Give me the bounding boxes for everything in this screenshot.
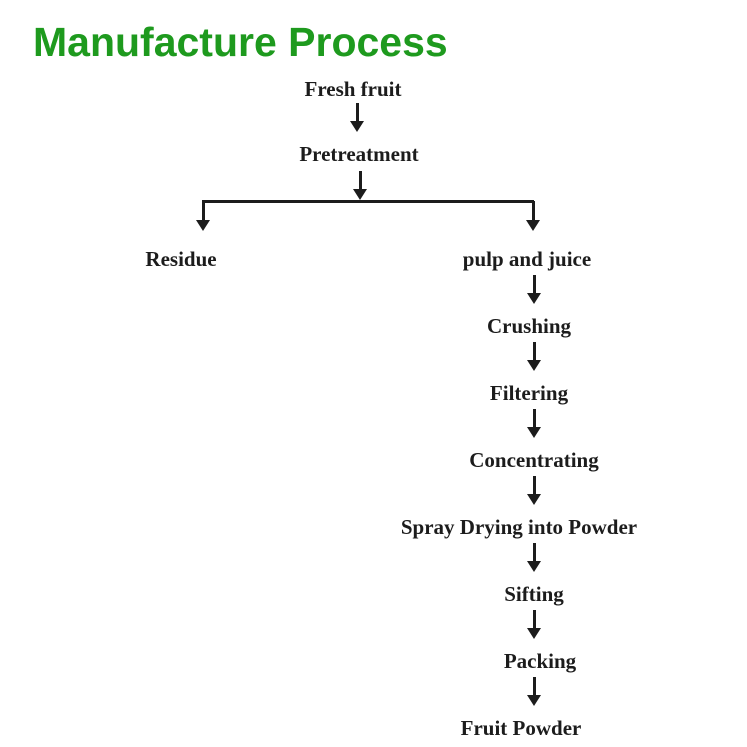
connector-pretreatment-to-branch	[353, 171, 367, 200]
page-title: Manufacture Process	[33, 19, 448, 65]
arrow-stem	[532, 275, 536, 293]
branch-arrow-to-residue	[196, 201, 210, 231]
arrow-stem	[532, 610, 536, 628]
arrow-stem	[358, 171, 362, 189]
node-spray-drying: Spray Drying into Powder	[400, 515, 638, 539]
node-pulp-and-juice: pulp and juice	[462, 247, 592, 271]
connector-fresh-fruit-to-pretreatment	[350, 103, 364, 132]
arrow-stem	[532, 677, 536, 695]
arrow-stem	[532, 342, 536, 360]
connector-concentrating-to-spray-drying	[527, 476, 541, 505]
arrow-down-icon	[527, 427, 541, 438]
arrow-stem	[531, 201, 535, 220]
node-pretreatment: Pretreatment	[299, 142, 419, 166]
branch-connector-line	[202, 200, 534, 203]
arrow-down-icon	[526, 220, 540, 231]
connector-crushing-to-filtering	[527, 342, 541, 371]
node-concentrating: Concentrating	[469, 448, 599, 472]
connector-pulp-to-crushing	[527, 275, 541, 304]
arrow-stem	[201, 201, 205, 220]
connector-packing-to-fruit-powder	[527, 677, 541, 706]
node-filtering: Filtering	[489, 381, 569, 405]
connector-sifting-to-packing	[527, 610, 541, 639]
node-fruit-powder: Fruit Powder	[460, 716, 582, 740]
arrow-stem	[532, 476, 536, 494]
node-sifting: Sifting	[504, 582, 564, 606]
arrow-stem	[532, 409, 536, 427]
branch-arrow-to-pulp-and-juice	[526, 201, 540, 231]
node-fresh-fruit: Fresh fruit	[304, 77, 402, 101]
arrow-down-icon	[527, 561, 541, 572]
arrow-down-icon	[527, 695, 541, 706]
arrow-stem	[355, 103, 359, 121]
arrow-down-icon	[527, 293, 541, 304]
arrow-down-icon	[350, 121, 364, 132]
node-crushing: Crushing	[486, 314, 572, 338]
node-residue: Residue	[145, 247, 217, 271]
arrow-down-icon	[527, 494, 541, 505]
arrow-down-icon	[527, 628, 541, 639]
arrow-down-icon	[527, 360, 541, 371]
connector-filtering-to-concentrating	[527, 409, 541, 438]
arrow-stem	[532, 543, 536, 561]
connector-spray-drying-to-sifting	[527, 543, 541, 572]
arrow-down-icon	[196, 220, 210, 231]
node-packing: Packing	[503, 649, 577, 673]
arrow-down-icon	[353, 189, 367, 200]
